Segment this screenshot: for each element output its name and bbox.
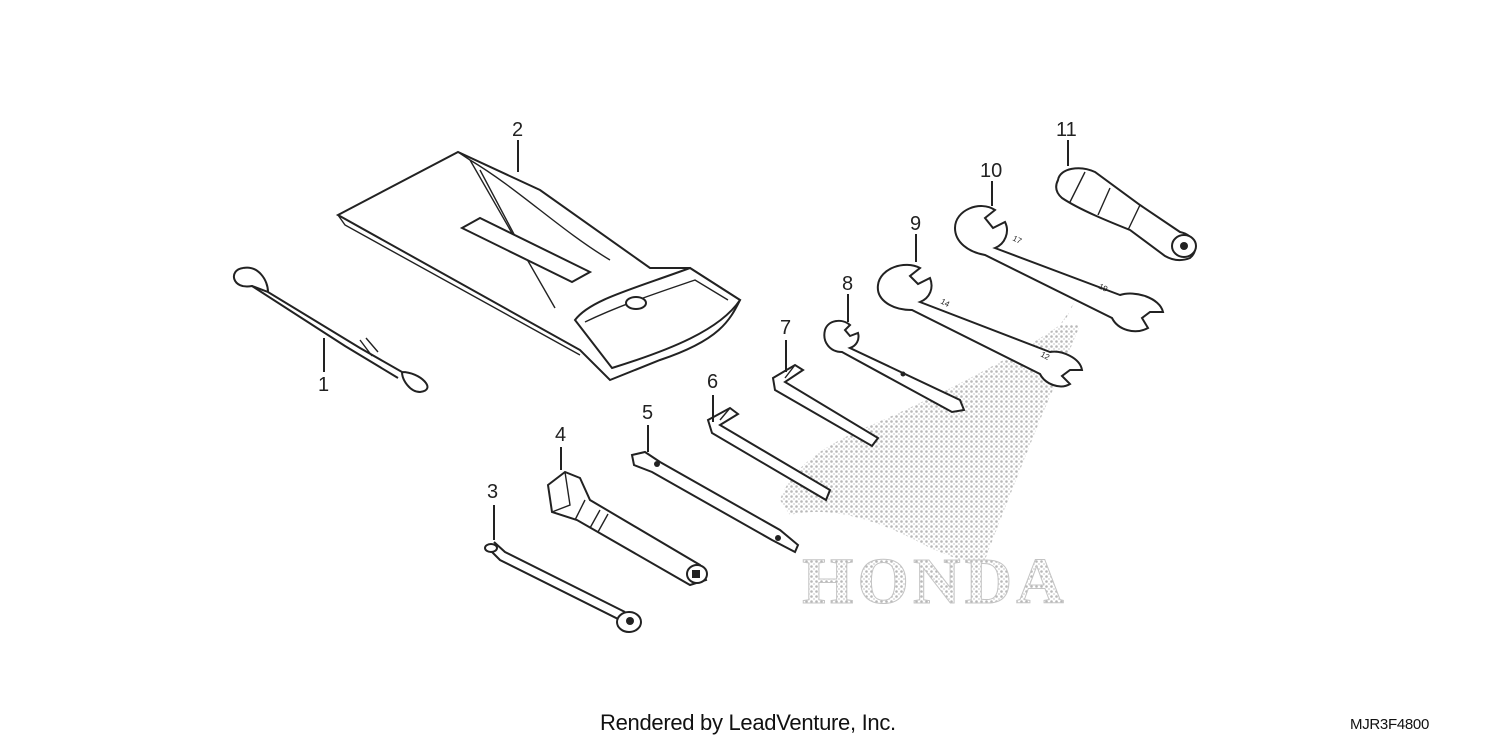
- part-2-tool-bag: [335, 140, 742, 382]
- callout-10: 10: [980, 160, 1002, 182]
- callout-2: 2: [512, 119, 523, 141]
- diagram-code: MJR3F4800: [1350, 716, 1430, 733]
- svg-text:17: 17: [1011, 234, 1023, 246]
- part-9-wrench: 14 12: [876, 234, 1084, 388]
- part-6-hex-key: [706, 395, 832, 502]
- callout-11: 11: [1056, 119, 1077, 141]
- callout-1: 1: [318, 374, 329, 396]
- part-3-extension-bar: [484, 505, 642, 633]
- part-8-wrench: [823, 294, 966, 414]
- part-7-hex-key: [771, 340, 880, 448]
- honda-watermark-text: HONDA: [802, 545, 1068, 618]
- callout-9: 9: [910, 213, 921, 235]
- callout-7: 7: [780, 317, 791, 339]
- svg-text:14: 14: [939, 297, 952, 309]
- svg-text:19: 19: [1097, 282, 1109, 294]
- part-4-socket-wrench: [546, 447, 708, 587]
- part-5-screwdriver: [630, 425, 800, 554]
- part-11-handle: [1055, 140, 1197, 262]
- render-credit: Rendered by LeadVenture, Inc.: [600, 710, 896, 735]
- part-1-cable: [232, 266, 429, 394]
- callout-6: 6: [707, 371, 718, 393]
- callout-3: 3: [487, 481, 498, 503]
- part-10-wrench: 17 19: [953, 181, 1165, 333]
- callout-8: 8: [842, 273, 853, 295]
- callout-5: 5: [642, 402, 653, 424]
- callout-4: 4: [555, 424, 566, 446]
- honda-wing-watermark: HONDA: [780, 300, 1080, 619]
